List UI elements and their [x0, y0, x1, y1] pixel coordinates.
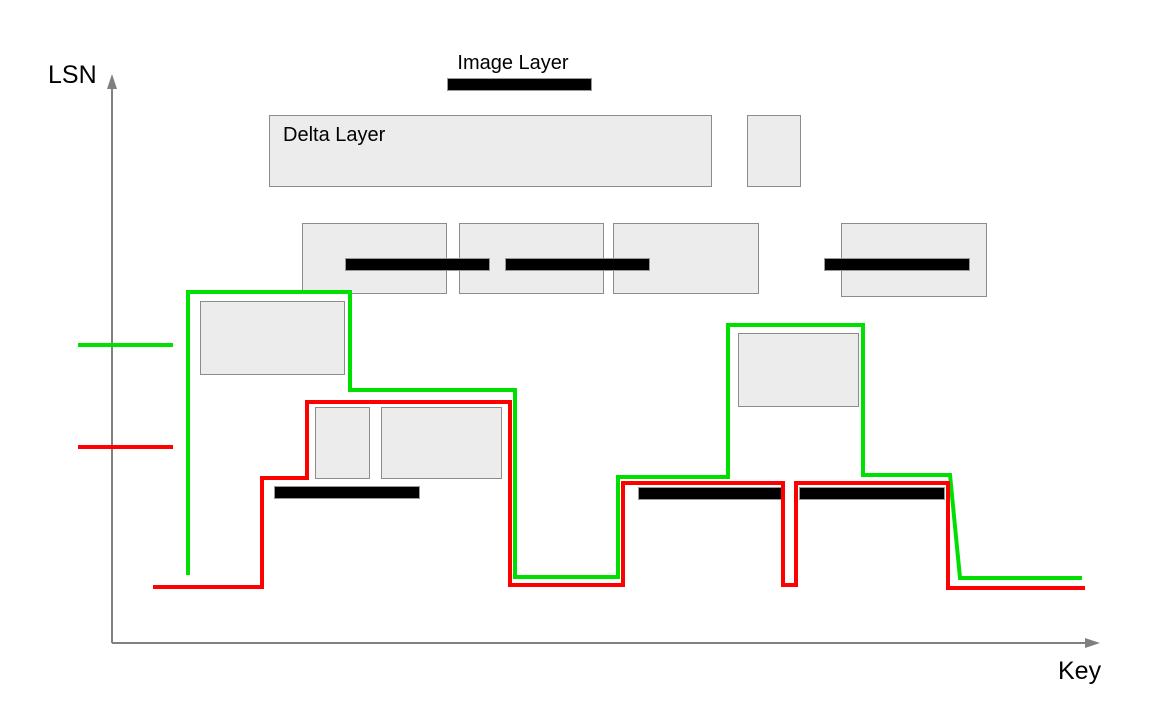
image-layer-bar — [447, 78, 592, 91]
image-layer-bar — [274, 486, 420, 499]
delta-layer-box: Delta Layer — [269, 115, 712, 187]
image-layer-bar — [638, 487, 783, 500]
x-axis-label: Key — [1058, 657, 1102, 685]
image-layer-bar — [505, 258, 650, 271]
y-axis-label: LSN — [48, 61, 97, 89]
image-layer-bar — [824, 258, 970, 271]
delta-layer-box — [738, 333, 859, 407]
delta-layer-box — [200, 301, 345, 375]
x-axis-arrowhead-icon — [1085, 638, 1100, 648]
y-axis-arrowhead-icon — [107, 74, 117, 89]
delta-layer-box — [315, 407, 370, 479]
image-layer-bar — [799, 487, 945, 500]
image-layer-bar — [345, 258, 490, 271]
image-layer-label: Image Layer — [457, 52, 569, 74]
delta-layer-label: Delta Layer — [283, 124, 386, 146]
delta-layer-box — [747, 115, 801, 187]
delta-layer-box — [381, 407, 502, 479]
